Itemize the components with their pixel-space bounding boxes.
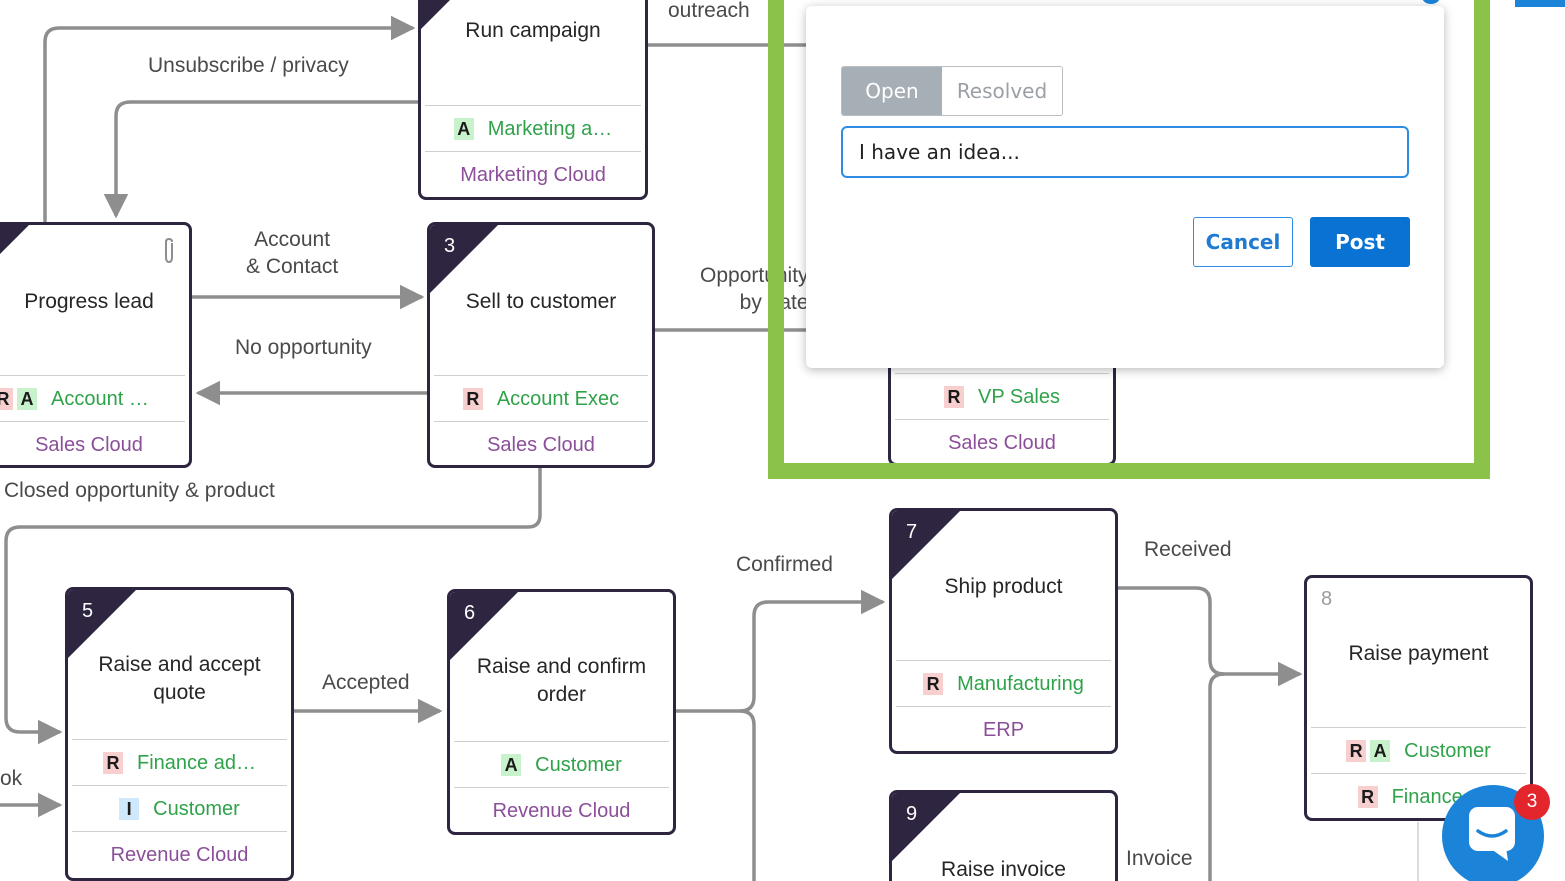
card-role-row: R Account Exec [434,375,648,422]
card-title: Raise and confirm order [476,655,647,706]
responsible-badge: R [944,386,965,408]
card-corner [421,0,459,29]
card-role-row: R A Account … [0,375,185,422]
accountable-badge: A [17,388,37,410]
card-title: Raise and accept quote [98,653,261,704]
card-number: 7 [906,521,918,543]
edge-label-accepted: Accepted [322,671,410,694]
card-role: Customer [1404,739,1491,762]
tab-open[interactable]: Open [842,67,942,115]
edge-label-invoice: Invoice [1126,847,1193,870]
card-title: Raise payment [1348,642,1489,665]
accountable-badge: A [501,754,522,776]
card-progress-lead[interactable]: Progress lead R A Account … Sales Cloud [0,222,192,468]
card-role: Account Exec [496,387,620,410]
card-title: Sell to customer [465,290,617,313]
chat-icon [1469,807,1515,861]
card-system: Sales Cloud [434,421,648,465]
status-toggle: Open Resolved [841,66,1063,116]
card-corner [892,793,960,861]
card-role-row: R A Customer [1311,727,1526,774]
card-ship-product[interactable]: 7 Ship product R Manufacturing ERP [889,508,1118,754]
card-run-campaign[interactable]: Run campaign A Marketing a… Marketing Cl… [418,0,648,200]
edge-label-received: Received [1144,538,1232,561]
chat-launcher-button[interactable] [1442,785,1544,881]
card-raise-payment[interactable]: 8 Raise payment R A Customer R Finance a [1304,575,1533,821]
card-system: Sales Cloud [895,419,1109,463]
card-role: Marketing a… [487,117,613,140]
card-system: Marketing Cloud [425,151,641,197]
edge-label-no-opportunity: No opportunity [235,336,372,359]
accountable-badge: A [1370,740,1391,762]
post-button[interactable]: Post [1310,217,1410,267]
comment-input[interactable] [841,126,1409,178]
accountable-badge: A [453,118,474,140]
card-system: Sales Cloud [0,421,185,465]
edge-label-outreach: outreach [668,0,750,22]
edge-label-closed-opportunity: Closed opportunity & product [4,479,275,502]
notification-badge: 3 [1514,784,1550,820]
responsible-badge: R [1346,740,1367,762]
edge-label-ok: ok [0,767,23,790]
card-raise-invoice[interactable]: 9 Raise invoice [889,790,1118,881]
card-role: VP Sales [978,385,1060,408]
card-role-row: A Marketing a… [425,105,641,152]
card-corner [68,590,136,658]
card-role: Finance ad… [137,751,256,774]
comment-dialog: Open Resolved Cancel Post [806,6,1444,368]
responsible-badge: R [0,388,13,410]
card-role-row: R Finance ad… [72,739,287,786]
card-system: Revenue Cloud [72,831,287,878]
status-dot [1422,0,1440,4]
card-number: 9 [906,803,918,825]
card-number: 3 [444,235,456,257]
edge-label-unsubscribe: Unsubscribe / privacy [148,54,349,77]
card-corner [430,225,498,293]
responsible-badge: R [103,752,124,774]
card-role: Customer [153,797,240,820]
card-raise-accept-quote[interactable]: 5 Raise and accept quote R Finance ad… I… [65,587,294,881]
card-role: Customer [535,753,622,776]
card-number: 6 [464,602,476,624]
card-corner [0,225,29,265]
card-role-row: R Manufacturing [896,660,1111,707]
card-title: Run campaign [465,19,601,42]
card-role: Account … [51,387,149,410]
card-system: ERP [896,706,1111,751]
card-title: Ship product [944,575,1063,598]
card-system: Revenue Cloud [454,787,669,832]
card-role-row: R VP Sales [895,373,1109,420]
responsible-badge: R [1357,786,1378,808]
card-corner [892,511,960,579]
responsible-badge: R [923,673,944,695]
card-raise-confirm-order[interactable]: 6 Raise and confirm order A Customer Rev… [447,589,676,835]
card-sell-to-customer[interactable]: 3 Sell to customer R Account Exec Sales … [427,222,655,468]
paperclip-icon[interactable] [161,237,177,270]
card-title: Raise invoice [941,858,1066,881]
card-role-row-2: I Customer [72,785,287,832]
edge-label-account-contact: Account & Contact [246,228,339,278]
responsible-badge: R [462,388,483,410]
tab-resolved[interactable]: Resolved [942,67,1062,115]
card-title: Progress lead [24,290,154,313]
card-role: Manufacturing [957,672,1084,695]
card-role-row: A Customer [454,741,669,788]
toolbar-edge [1515,0,1565,7]
card-number: 5 [82,600,94,622]
informed-badge: I [119,798,140,820]
card-number: 8 [1321,588,1333,610]
card-corner [450,592,518,660]
cancel-button[interactable]: Cancel [1193,217,1293,267]
edge-label-confirmed: Confirmed [736,553,833,576]
highlight-frame [768,0,1490,479]
